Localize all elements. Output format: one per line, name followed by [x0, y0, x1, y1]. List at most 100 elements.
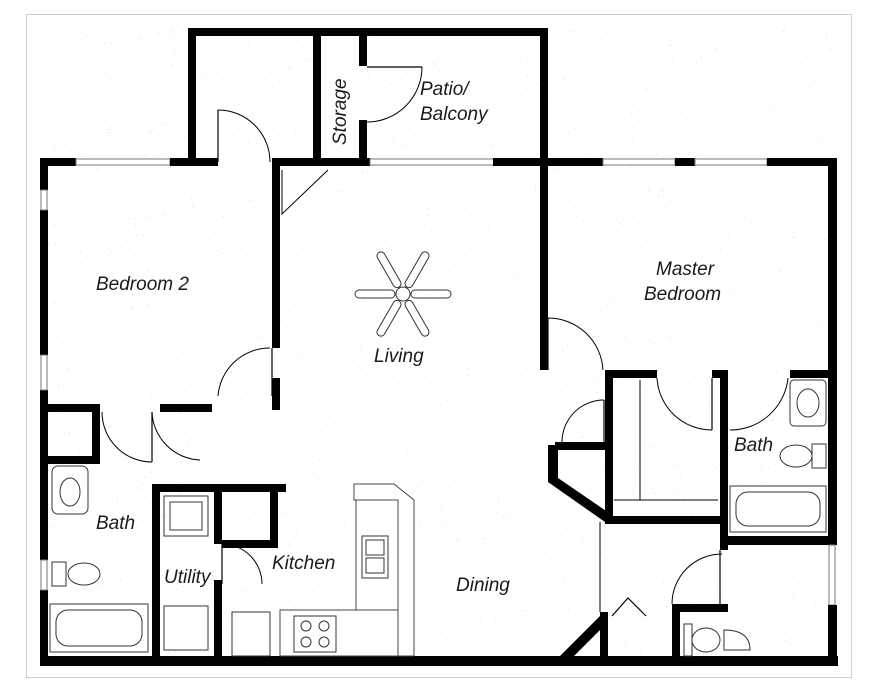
speckle: [536, 83, 538, 85]
speckle: [488, 229, 489, 231]
speckle: [50, 48, 52, 50]
speckle: [735, 333, 737, 335]
speckle: [439, 309, 441, 311]
speckle: [501, 243, 503, 245]
speckle: [86, 58, 87, 60]
speckle: [170, 30, 172, 32]
speckle: [803, 349, 805, 351]
wall-right-lower: [828, 605, 837, 666]
speckle: [806, 56, 808, 58]
speckle: [612, 278, 614, 280]
speckle: [173, 49, 175, 50]
speckle: [616, 231, 618, 233]
speckle: [241, 328, 243, 330]
speckle: [532, 119, 534, 121]
speckle: [371, 107, 373, 109]
speckle: [516, 622, 518, 624]
speckle: [284, 475, 286, 476]
speckle: [652, 429, 654, 431]
speckle: [480, 354, 482, 356]
speckle: [48, 243, 50, 245]
speckle: [414, 178, 416, 180]
speckle: [808, 34, 810, 36]
speckle: [260, 358, 262, 360]
speckle: [823, 324, 825, 326]
speckle: [223, 350, 225, 352]
speckle: [652, 488, 654, 490]
speckle: [444, 523, 445, 525]
speckle: [417, 92, 419, 94]
speckle: [388, 364, 390, 366]
speckle: [185, 62, 186, 64]
speckle: [684, 366, 686, 368]
speckle: [461, 88, 463, 90]
speckle: [469, 600, 471, 602]
speckle: [508, 288, 510, 290]
speckle: [773, 355, 775, 357]
speckle: [310, 156, 312, 158]
speckle: [765, 624, 767, 626]
speckle: [593, 43, 595, 44]
door-linen-arc: [561, 399, 605, 443]
speckle: [440, 527, 442, 529]
speckle: [696, 72, 698, 74]
speckle: [734, 548, 735, 550]
burner-2: [318, 620, 330, 632]
speckle: [131, 306, 133, 308]
speckle: [343, 606, 345, 608]
speckle: [788, 124, 790, 126]
speckle: [289, 67, 291, 69]
speckle: [390, 83, 392, 85]
speckle: [721, 211, 723, 213]
speckle: [815, 141, 817, 143]
speckle: [460, 197, 462, 199]
speckle: [763, 364, 765, 366]
speckle: [670, 426, 672, 428]
speckle: [425, 187, 427, 189]
speckle: [111, 76, 113, 78]
speckle: [139, 529, 141, 531]
speckle: [671, 201, 673, 203]
speckle: [769, 47, 771, 49]
speckle: [780, 270, 782, 271]
speckle: [373, 171, 375, 173]
speckle: [341, 540, 343, 541]
speckle: [48, 526, 50, 528]
speckle: [525, 104, 527, 106]
speckle: [188, 568, 189, 570]
speckle: [435, 279, 437, 281]
speckle: [355, 151, 357, 153]
speckle: [249, 147, 251, 149]
speckle: [176, 358, 178, 360]
speckle: [813, 81, 815, 83]
speckle: [622, 339, 624, 341]
speckle: [714, 502, 716, 504]
speckle: [466, 642, 468, 644]
speckle: [217, 250, 219, 252]
speckle: [617, 218, 618, 220]
speckle: [589, 102, 591, 104]
refrigerator-icon: [231, 611, 271, 657]
speckle: [697, 420, 699, 422]
speckle: [826, 35, 828, 37]
speckle: [96, 169, 98, 171]
speckle: [807, 205, 809, 207]
speckle: [256, 536, 258, 538]
speckle: [532, 58, 533, 60]
speckle: [680, 476, 681, 478]
speckle: [669, 45, 671, 46]
speckle: [162, 581, 164, 583]
speckle: [85, 518, 87, 520]
speckle: [263, 578, 265, 580]
speckle: [707, 542, 709, 544]
speckle: [691, 512, 693, 514]
powder-vanity: [683, 623, 693, 657]
speckle: [660, 323, 662, 325]
speckle: [807, 178, 809, 180]
speckle: [466, 205, 468, 207]
speckle: [624, 336, 626, 338]
toilet-master-icon: [779, 444, 813, 468]
speckle: [305, 240, 307, 242]
speckle: [409, 187, 411, 189]
speckle: [329, 82, 331, 84]
